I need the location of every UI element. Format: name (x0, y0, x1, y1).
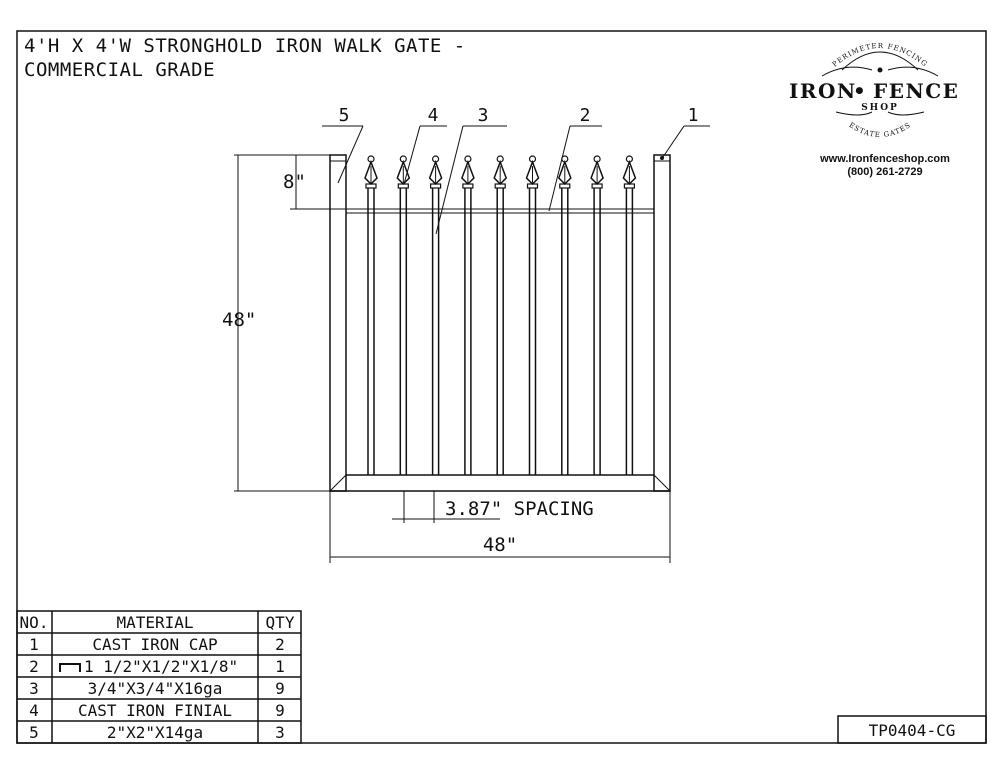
bottom-rail-corner-left (329, 474, 347, 492)
logo-brand-dot: • (853, 79, 867, 103)
bottom-rail-corner-right (653, 474, 671, 492)
channel-icon (59, 663, 81, 672)
bom-row-2-no: 2 (29, 657, 39, 676)
bom-row-4-no: 4 (29, 701, 39, 720)
finial-collar (397, 183, 409, 189)
bom-header-material: MATERIAL (116, 613, 193, 632)
picket (428, 155, 443, 475)
callout-3-leader (435, 125, 464, 235)
callouts: 5 4 3 2 1 (322, 105, 710, 235)
finial-collar (494, 183, 506, 189)
callout-5: 5 (339, 105, 350, 126)
logo-swirl-right (887, 66, 939, 77)
picket (557, 155, 572, 475)
bom-row-1-material: CAST IRON CAP (92, 635, 217, 654)
logo-arc-top-text: PERIMETER FENCING (831, 42, 929, 69)
picket (396, 155, 411, 475)
finial-collar (591, 183, 603, 189)
title-line-1: 4'H X 4'W STRONGHOLD IRON WALK GATE - (24, 35, 466, 57)
callout-2-leader (548, 125, 571, 212)
bom-row-4-qty: 9 (275, 701, 285, 720)
picket (461, 155, 475, 475)
right-post (653, 154, 671, 492)
right-post-cap (653, 154, 671, 162)
bom-table: NO. MATERIAL QTY 1 CAST IRON CAP 2 2 1 1… (16, 610, 302, 744)
finial-collar (462, 183, 474, 189)
callout-4: 4 (428, 105, 439, 126)
dim-spacing: 3.87" SPACING (445, 498, 594, 520)
picket (364, 155, 378, 475)
bom-row-1-qty: 2 (275, 635, 285, 654)
callout-1: 1 (688, 105, 699, 126)
bom-row-3-qty: 9 (275, 679, 285, 698)
picket (590, 155, 604, 475)
picket (493, 155, 508, 475)
logo-arc-top (841, 51, 919, 71)
logo-website: www.Ironfenceshop.com (819, 153, 950, 165)
title-line-2: COMMERCIAL GRADE (24, 59, 215, 81)
drawing-number: TP0404-CG (869, 721, 956, 740)
logo-swirl-left (821, 66, 873, 77)
sheet-border (16, 30, 987, 744)
finial-collar (430, 183, 442, 189)
logo-brand-right: FENCE (873, 79, 959, 103)
bom-row-5-no: 5 (29, 723, 39, 742)
dim-finial-height: 8" (283, 171, 306, 193)
dimensions: 8" 48" 3.87" SPACING 48" (222, 154, 671, 563)
logo-arc-bottom-text: ESTATE GATES (847, 121, 912, 139)
callout-2: 2 (580, 105, 591, 126)
bom-row-2-qty: 1 (275, 657, 285, 676)
left-post (329, 154, 347, 492)
bom-row-3-material: 3/4"X3/4"X16ga (88, 679, 223, 698)
bom-row-4-material: CAST IRON FINIAL (78, 701, 232, 720)
picket (525, 155, 540, 475)
logo-swirl-bottom (835, 111, 925, 116)
logo-ornament (877, 67, 883, 73)
left-post-cap (329, 154, 347, 162)
finial-collar (365, 183, 377, 189)
finial-collar (559, 183, 571, 189)
bom-row-1-no: 1 (29, 635, 39, 654)
bom-row-5-qty: 3 (275, 723, 285, 742)
drawing-number-box (837, 715, 987, 744)
logo-phone: (800) 261-2729 (847, 166, 922, 178)
callout-4-leader (403, 125, 421, 185)
bom-header-no: NO. (20, 613, 49, 632)
gate-drawing (329, 154, 671, 492)
logo-brand-sub: SHOP (861, 103, 899, 113)
logo-brand-left: IRON (789, 79, 857, 103)
finial-collar (526, 183, 539, 189)
dim-gate-height: 48" (222, 309, 256, 331)
pickets-group (364, 155, 637, 475)
top-rail (345, 208, 655, 214)
bom-row-5-material: 2"X2"X14ga (107, 723, 203, 742)
finial-collar (623, 183, 636, 189)
callout-1-leader (662, 125, 685, 158)
bom-header-qty: QTY (266, 613, 295, 632)
callout-5-leader (337, 125, 364, 184)
picket (622, 155, 637, 475)
bom-row-3-no: 3 (29, 679, 39, 698)
dim-gate-width: 48" (483, 534, 517, 556)
callout-3: 3 (478, 105, 489, 126)
iron-fence-shop-logo: PERIMETER FENCING IRON • FENCE SHOP ESTA… (789, 42, 959, 178)
bom-row-2-material: 1 1/2"X1/2"X1/8" (84, 657, 238, 676)
